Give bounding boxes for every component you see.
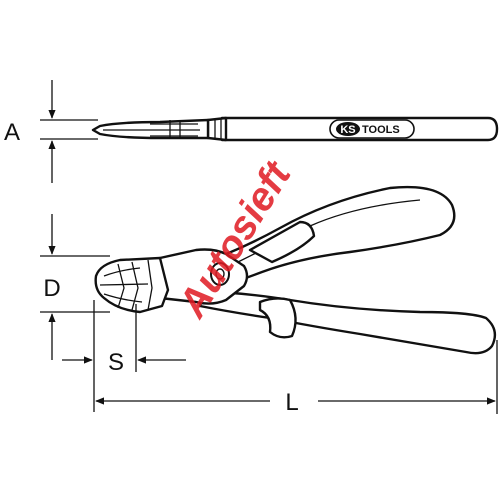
dimension-a-label: A [4,119,20,146]
top-view: KS TOOLS [91,116,499,142]
dimension-s-label: S [108,349,124,376]
logo-prefix: KS [340,124,355,136]
logo-suffix: TOOLS [362,124,400,136]
rivet [210,262,230,286]
dimension-d: D [40,214,110,360]
dimension-l-label: L [285,389,298,416]
upper-guard [248,220,316,264]
logo: KS TOOLS [336,122,400,136]
top-view-head [91,118,210,140]
dimension-a: A [4,80,98,183]
plan-view [94,185,497,355]
joint-plate [158,248,249,305]
lower-handle [198,290,497,355]
top-view-collar [206,116,228,142]
dimension-l: L [95,340,498,416]
lower-guard [258,297,297,339]
dimension-d-label: D [43,275,60,302]
upper-handle [203,185,456,292]
dimension-s: S [62,300,186,412]
